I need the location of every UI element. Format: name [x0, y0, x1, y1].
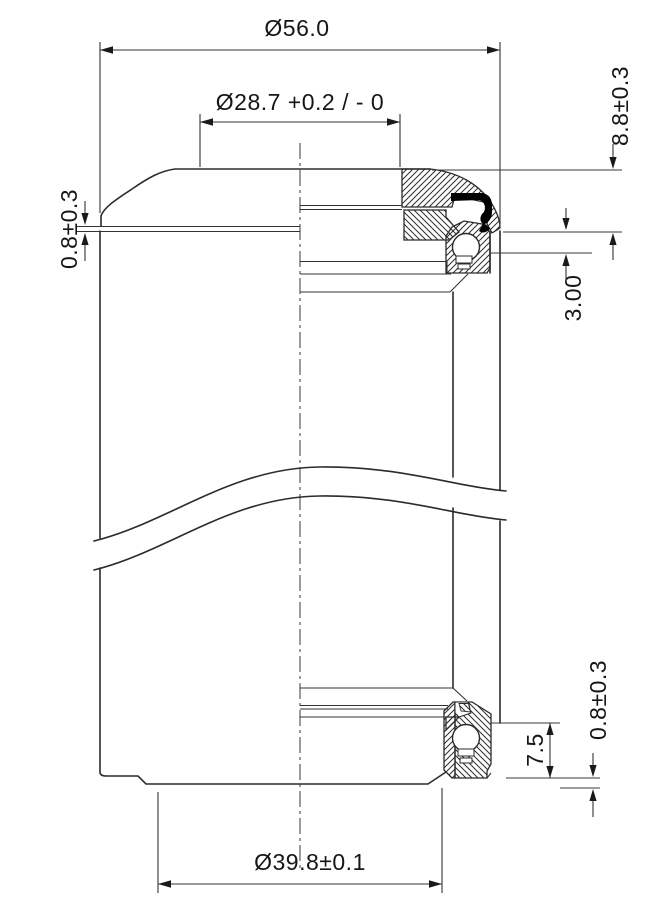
top-bearing-shield	[455, 255, 473, 264]
dim-label-gap-left: 0.8±0.3	[56, 189, 82, 269]
top-seal	[451, 193, 492, 233]
dim-stack-height-top: 8.8±0.3	[432, 66, 633, 260]
dim-press-fit-bottom: Ø39.8±0.1	[157, 788, 443, 893]
dim-cover-overlap: 3.00	[560, 208, 586, 321]
head-tube-outline	[76, 225, 592, 785]
dim-gap-top-left: 0.8±0.3	[56, 189, 89, 269]
top-bearing-shield-2	[457, 263, 471, 270]
bottom-bearing-shield	[457, 748, 475, 757]
dim-label-stack-top: 8.8±0.3	[607, 66, 633, 146]
dim-label-gap-bottom: 0.8±0.3	[585, 660, 611, 740]
dim-label-overlap: 3.00	[560, 275, 586, 322]
dim-label-bore-top: Ø28.7 +0.2 / - 0	[216, 89, 384, 115]
dim-outer-diameter-top: Ø56.0	[99, 15, 501, 226]
bottom-cup-hatch	[443, 701, 456, 779]
top-bearing	[300, 193, 492, 293]
bottom-bearing-shield-2	[459, 757, 473, 764]
bottom-bearing	[300, 687, 492, 779]
dim-gap-bottom-right: 0.8±0.3	[560, 660, 611, 817]
dim-stack-height-bottom: 7.5	[491, 722, 600, 779]
dim-label-stack-bottom: 7.5	[522, 733, 548, 766]
bottom-bearing-ball	[451, 723, 481, 753]
compression-ring-section	[300, 204, 460, 241]
dim-label-press-fit: Ø39.8±0.1	[254, 849, 366, 875]
break-lines	[93, 466, 507, 571]
bottom-inner-race	[458, 703, 472, 713]
dim-label-od-top: Ø56.0	[264, 15, 329, 41]
dim-bore-top: Ø28.7 +0.2 / - 0	[199, 89, 401, 167]
